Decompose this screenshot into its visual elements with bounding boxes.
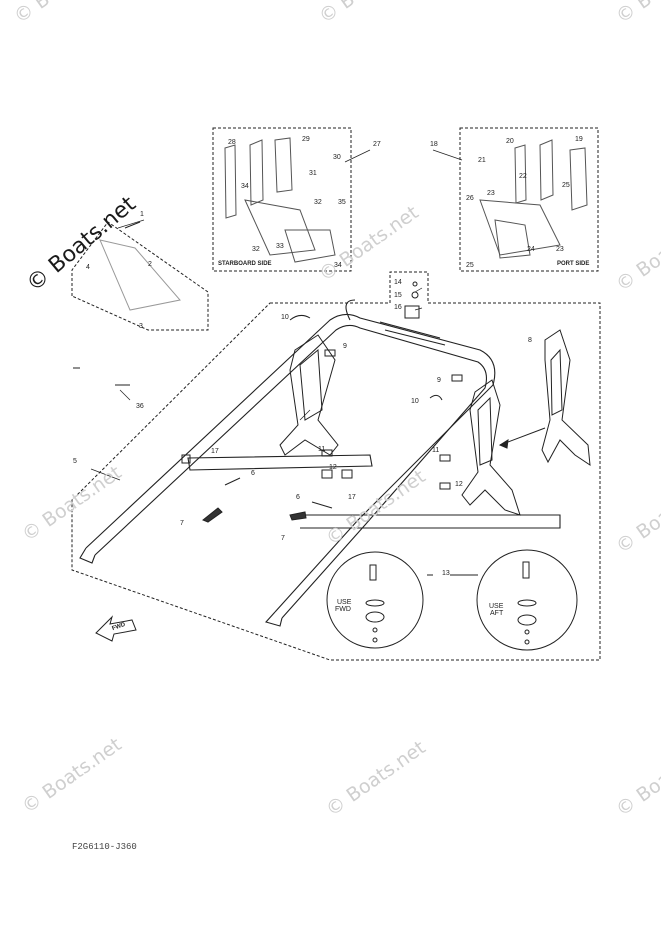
callout-6b: 6 xyxy=(296,494,300,501)
callout-34a: 34 xyxy=(241,183,249,190)
left-bracket-plate xyxy=(279,334,339,456)
callout-33: 33 xyxy=(276,243,284,250)
sail-panel-region xyxy=(71,221,209,331)
hardware xyxy=(73,281,537,645)
callout-31: 31 xyxy=(309,170,317,177)
callout-22: 22 xyxy=(519,173,527,180)
fwd-arrow-icon xyxy=(95,615,137,642)
right-bracket-plate xyxy=(461,379,521,516)
leader-lines xyxy=(90,149,463,481)
callout-16: 16 xyxy=(394,304,402,311)
callout-4: 4 xyxy=(86,264,90,271)
callout-13: 13 xyxy=(442,570,450,577)
callout-32b: 32 xyxy=(252,246,260,253)
use-aft-line1: USE xyxy=(489,603,504,610)
drawing-code: F2G6110-J360 xyxy=(72,842,137,852)
callout-11a: 11 xyxy=(318,446,326,453)
callout-20: 20 xyxy=(506,138,514,145)
callout-14: 14 xyxy=(394,279,402,286)
callout-7a: 7 xyxy=(180,520,184,527)
callout-26: 26 xyxy=(466,195,474,202)
callout-5: 5 xyxy=(73,458,77,465)
callout-1: 1 xyxy=(140,211,144,218)
callout-9b: 9 xyxy=(437,377,441,384)
callout-11b: 11 xyxy=(432,447,440,454)
callout-17b: 17 xyxy=(348,494,356,501)
callout-12a: 12 xyxy=(329,464,337,471)
port-side-inset xyxy=(459,127,599,272)
port-side-label: PORT SIDE xyxy=(557,261,590,267)
callout-28: 28 xyxy=(228,139,236,146)
use-fwd-line1: USE xyxy=(337,599,352,606)
callout-35: 35 xyxy=(338,199,346,206)
callout-27: 27 xyxy=(373,141,381,148)
callout-25a: 25 xyxy=(562,182,570,189)
callout-18: 18 xyxy=(430,141,438,148)
callout-10a: 10 xyxy=(281,314,289,321)
callout-36: 36 xyxy=(136,403,144,410)
use-fwd-line2: FWD xyxy=(335,606,351,613)
callout-21: 21 xyxy=(478,157,486,164)
callout-15: 15 xyxy=(394,292,402,299)
callout-23a: 23 xyxy=(487,190,495,197)
port-inset-parts xyxy=(479,139,588,259)
callout-7b: 7 xyxy=(281,535,285,542)
starboard-inset-parts xyxy=(224,137,336,263)
starboard-side-label: STARBOARD SIDE xyxy=(218,261,272,267)
loose-bracket-plate xyxy=(498,329,591,467)
callout-3: 3 xyxy=(139,323,143,330)
sail-panel xyxy=(99,221,181,311)
callout-9a: 9 xyxy=(343,343,347,350)
callout-29: 29 xyxy=(302,136,310,143)
callout-19: 19 xyxy=(575,136,583,143)
callout-10b: 10 xyxy=(411,398,419,405)
callout-25b: 25 xyxy=(466,262,474,269)
aft-detail-circle xyxy=(476,549,578,651)
callout-17a: 17 xyxy=(211,448,219,455)
callout-23b: 23 xyxy=(556,246,564,253)
callout-8: 8 xyxy=(528,337,532,344)
callout-24: 24 xyxy=(527,246,535,253)
starboard-side-inset xyxy=(212,127,352,272)
use-aft-line2: AFT xyxy=(490,610,504,617)
callout-12b: 12 xyxy=(455,481,463,488)
callout-6a: 6 xyxy=(251,470,255,477)
fwd-detail-circle xyxy=(326,551,424,649)
callout-34b: 34 xyxy=(334,262,342,269)
tower-tubes xyxy=(79,299,561,627)
callout-32a: 32 xyxy=(314,199,322,206)
tower-assembly-region xyxy=(71,271,601,661)
callout-30: 30 xyxy=(333,154,341,161)
callout-2: 2 xyxy=(148,261,152,268)
